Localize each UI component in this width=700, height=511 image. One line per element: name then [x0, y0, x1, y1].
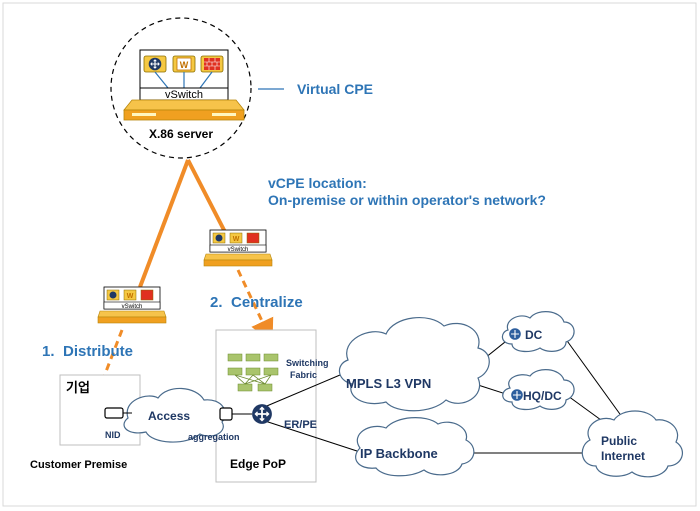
edge-pop-label: Edge PoP — [230, 457, 286, 471]
link-er-mpls — [261, 374, 341, 409]
cpe-centralize-wan-letter: W — [233, 236, 240, 243]
cpe-centralize-chassis — [203, 253, 273, 261]
server-chassis-top — [123, 99, 245, 111]
server-firewall-icon — [204, 58, 220, 70]
cpe-distribute-firewall-icon — [140, 289, 154, 301]
fabric-switch-2 — [245, 353, 261, 362]
mpls-label: MPLS L3 VPN — [346, 376, 431, 391]
fabric-links — [234, 374, 272, 385]
cpe-distribute-chassis-front — [97, 316, 167, 324]
server-chassis-slot-2 — [212, 113, 236, 116]
fabric-switch-5 — [245, 367, 261, 376]
cpe-distribute-wan-box — [123, 289, 137, 301]
fabric-switch-3 — [263, 353, 279, 362]
fabric-switch-4 — [227, 367, 243, 376]
server-chassis-front — [123, 109, 245, 121]
cpe-distribute-chassis — [97, 310, 167, 318]
server-wan-icon — [176, 57, 192, 71]
arrow-distribute — [87, 329, 124, 414]
access-cloud — [123, 387, 226, 443]
er-pe-router-icon — [251, 403, 273, 425]
distribute-label: Distribute — [63, 343, 133, 360]
cpe-centralize: W vSwitch — [203, 229, 273, 267]
nid-device-icon — [104, 407, 124, 419]
dc-router-icon — [508, 327, 523, 341]
hq-dc-label: HQ/DC — [523, 389, 562, 403]
er-pe-label: ER/PE — [284, 419, 317, 431]
cpe-distribute-router-icon — [109, 291, 117, 299]
cpe-centralize-firewall-icon — [246, 232, 260, 244]
link-er-ipbackbone — [261, 419, 361, 453]
link-dc-public — [564, 337, 631, 429]
company-label: 기업 — [66, 380, 90, 395]
nid-label: NID — [105, 430, 121, 440]
link-server-to-centralize — [186, 159, 227, 233]
fabric-switch-7 — [237, 383, 253, 392]
switching-fabric — [227, 353, 279, 392]
customer-premise-box — [59, 374, 141, 446]
cpe-distribute-vswitch-bar — [103, 301, 161, 310]
dc-label: DC — [525, 328, 543, 342]
server-chassis-slot-1 — [132, 113, 156, 116]
centralize-number: 2. — [210, 294, 223, 311]
mpls-cloud — [338, 317, 490, 412]
virtual-cpe-title: Virtual CPE — [297, 81, 373, 97]
cpe-centralize-vswitch-bar — [209, 244, 267, 253]
cpe-centralize-chassis-front — [203, 259, 273, 267]
cpe-centralize-wan-box — [229, 232, 243, 244]
aggregation-label: aggregation — [188, 432, 240, 442]
server-vswitch-label: vSwitch — [165, 89, 203, 101]
ip-backbone-label: IP Backbone — [360, 446, 438, 461]
hq-router-icon — [510, 388, 525, 402]
server-label: X.86 server — [149, 127, 213, 141]
server-vnf-connectors — [154, 71, 213, 89]
ip-backbone-cloud — [355, 417, 475, 477]
dc-cloud — [501, 311, 575, 353]
cpe-distribute-vswitch-label: vSwitch — [122, 304, 143, 310]
x86-server-group: W vSwitch X.86 server — [110, 17, 252, 159]
server-wan-letter: W — [180, 60, 189, 70]
customer-premise-caption: Customer Premise — [30, 459, 127, 471]
link-server-to-distribute — [138, 159, 190, 288]
public-internet-label-2: Internet — [601, 449, 645, 463]
cpe-distribute: W vSwitch — [97, 286, 167, 324]
centralize-label: Centralize — [231, 294, 303, 311]
access-label: Access — [148, 409, 190, 423]
cpe-distribute-wan-letter: W — [127, 293, 134, 300]
vcpe-location-question: On-premise or within operator's network? — [268, 192, 546, 208]
fabric-switch-1 — [227, 353, 243, 362]
fabric-switch-8 — [257, 383, 273, 392]
switching-fabric-label-1: Switching — [286, 358, 329, 368]
vcpe-location-title: vCPE location: — [268, 175, 367, 191]
switching-fabric-label-2: Fabric — [290, 370, 317, 380]
cpe-centralize-router-icon — [215, 234, 223, 242]
public-internet-cloud — [581, 410, 684, 478]
fabric-switch-6 — [263, 367, 279, 376]
public-internet-label-1: Public — [601, 434, 637, 448]
cpe-centralize-vswitch-label: vSwitch — [228, 247, 249, 253]
distribute-number: 1. — [42, 343, 55, 360]
server-router-icon — [148, 57, 162, 71]
arrow-centralize — [236, 269, 274, 344]
aggregation-device-icon — [219, 407, 233, 421]
